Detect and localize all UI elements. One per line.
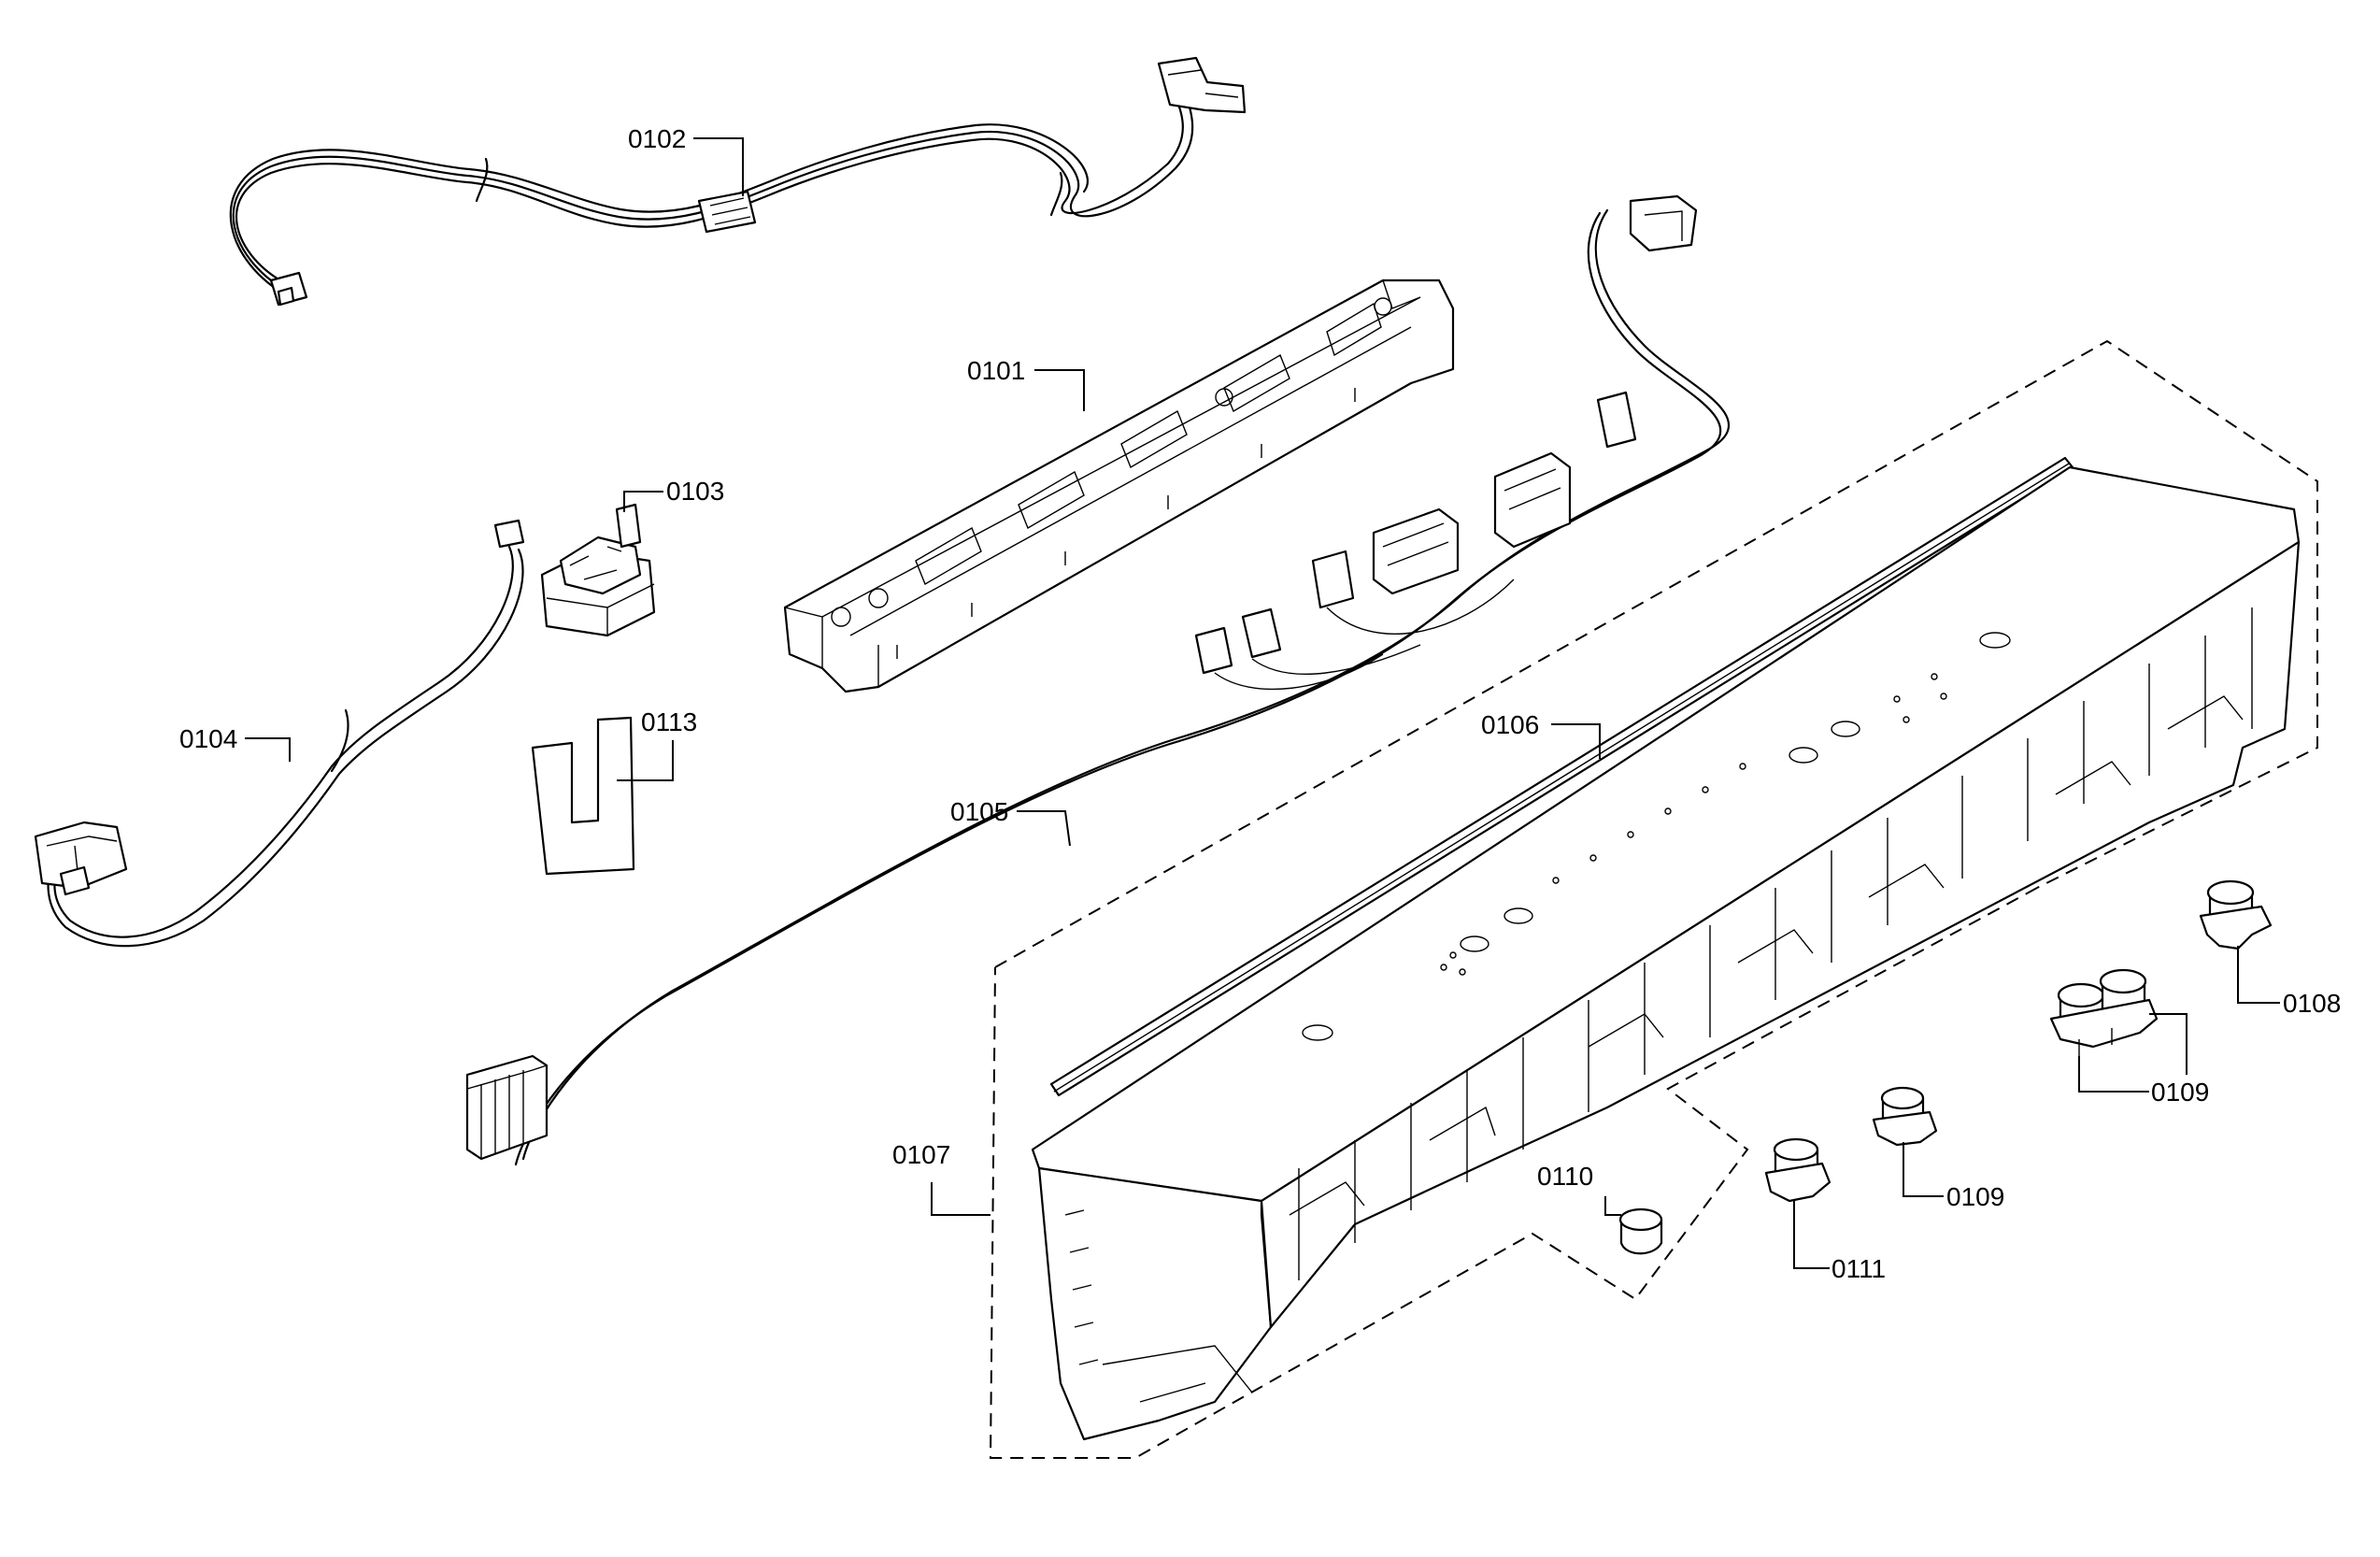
label-0110: 0110 [1537, 1162, 1621, 1216]
part-number-0104: 0104 [179, 724, 237, 753]
part-number-0111: 0111 [1831, 1254, 1886, 1283]
wiring-harness-0104[interactable] [34, 545, 524, 948]
led-holes [1440, 673, 1947, 976]
control-module-0101[interactable] [783, 279, 1455, 693]
label-0106: 0106 [1481, 710, 1601, 759]
part-number-0106: 0106 [1481, 710, 1539, 739]
label-0104: 0104 [179, 724, 291, 762]
label-0109-b: 0109 [1903, 1142, 2004, 1211]
label-0107: 0107 [892, 1140, 990, 1216]
label-0113: 0113 [617, 707, 697, 781]
button-cap-0110[interactable] [1618, 1207, 1663, 1255]
button-0108[interactable] [2199, 879, 2273, 950]
sensor-bracket-0103[interactable] [493, 503, 656, 637]
wiring-harness-0105[interactable] [465, 194, 1730, 1166]
part-number-0102: 0102 [628, 124, 686, 153]
label-0109-a: 0109 [2078, 1013, 2209, 1107]
part-number-0107: 0107 [892, 1140, 950, 1169]
gasket-0113[interactable] [531, 716, 635, 876]
assembly-boundary-0107 [989, 339, 2318, 1459]
label-0108: 0108 [2237, 946, 2341, 1018]
part-number-0103: 0103 [666, 477, 724, 506]
part-number-0113: 0113 [641, 707, 697, 736]
label-0101: 0101 [967, 356, 1085, 411]
label-0102: 0102 [628, 124, 744, 196]
part-number-0105: 0105 [950, 797, 1008, 826]
part-number-0109-a: 0109 [2151, 1078, 2209, 1107]
label-0105: 0105 [950, 797, 1071, 847]
part-number-0109-b: 0109 [1946, 1182, 2004, 1211]
label-0103: 0103 [623, 477, 724, 512]
button-pair-0109[interactable] [2049, 968, 2159, 1056]
part-number-0110: 0110 [1537, 1162, 1593, 1191]
front-panel[interactable] [1031, 465, 2301, 1441]
label-0111: 0111 [1793, 1201, 1886, 1283]
button-0109[interactable] [1872, 1086, 1938, 1147]
part-number-0108: 0108 [2283, 989, 2341, 1018]
wiring-harness-0102[interactable] [229, 56, 1247, 307]
button-0111[interactable] [1764, 1137, 1831, 1203]
part-number-0101: 0101 [967, 356, 1025, 385]
